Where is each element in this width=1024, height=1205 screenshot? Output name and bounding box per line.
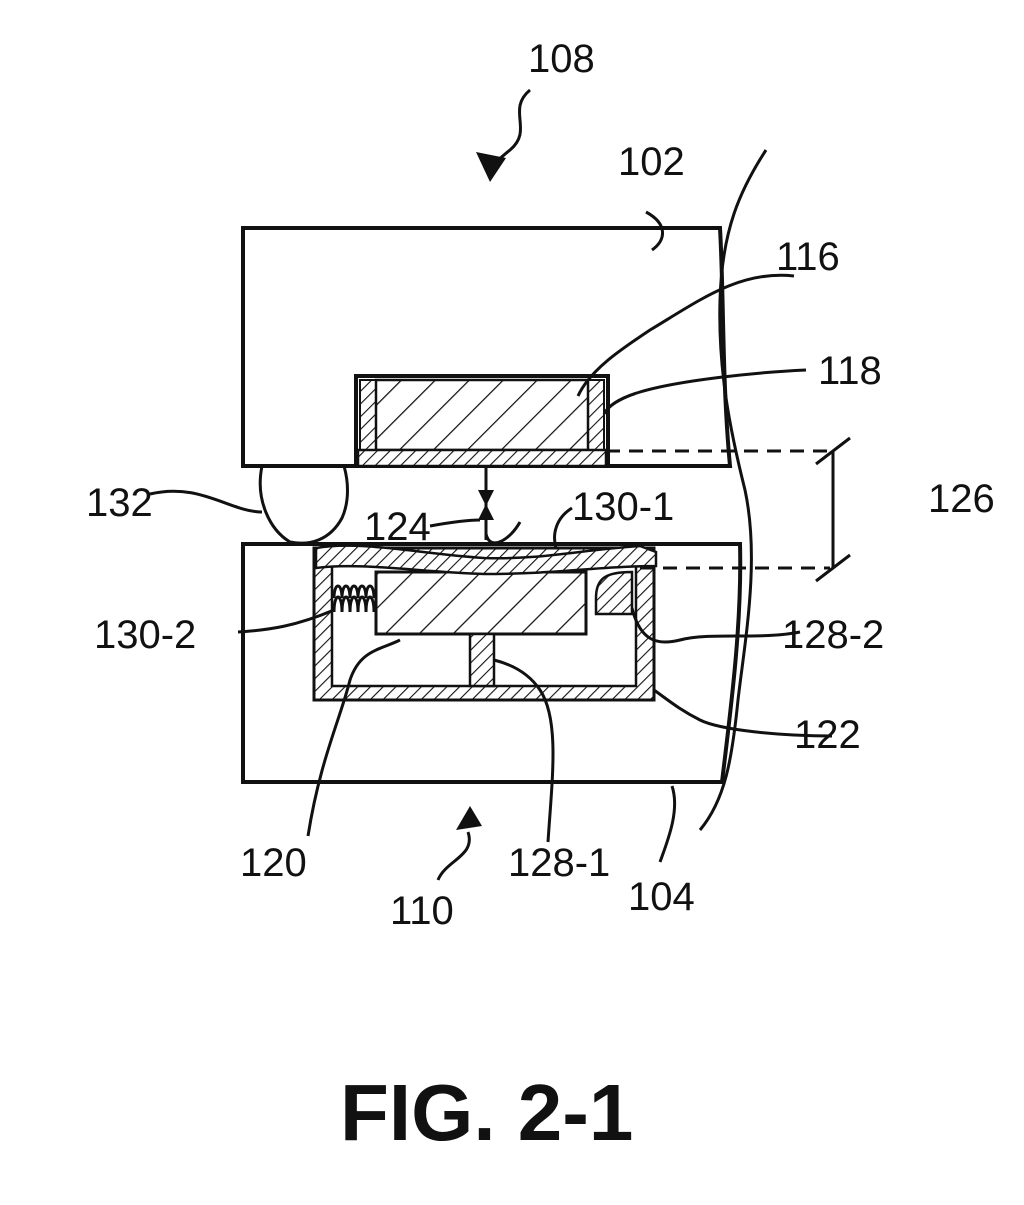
break-line — [698, 149, 768, 831]
label-124: 124 — [364, 505, 431, 549]
top-substrate-102 — [241, 226, 733, 468]
label-110: 110 — [390, 889, 454, 933]
component-120 — [374, 570, 588, 636]
figure-title: FIG. 2-1 — [340, 1068, 633, 1157]
label-130-2: 130-2 — [94, 613, 196, 657]
label-108: 108 — [528, 37, 595, 81]
seal-132 — [258, 465, 349, 545]
gap-arrow-124 — [478, 466, 494, 540]
label-120: 120 — [240, 841, 307, 885]
label-116: 116 — [776, 235, 840, 279]
label-118: 118 — [818, 349, 882, 393]
label-128-1: 128-1 — [508, 841, 610, 885]
membrane-130-1 — [314, 544, 658, 576]
bottom-substrate-104 — [241, 542, 743, 784]
arrow-108 — [476, 88, 532, 182]
post-128-1 — [468, 632, 496, 688]
label-104: 104 — [628, 875, 695, 919]
label-102: 102 — [618, 140, 685, 184]
arrow-110 — [436, 806, 482, 881]
label-130-1: 130-1 — [572, 485, 674, 529]
label-122: 122 — [794, 713, 861, 757]
reference-labels: 108 102 116 118 126 132 124 130-1 130-2 … — [86, 37, 995, 933]
label-132: 132 — [86, 481, 153, 525]
pad-128-2 — [594, 570, 634, 616]
component-116 — [354, 374, 610, 468]
label-126: 126 — [928, 477, 995, 521]
dimension-126 — [606, 436, 851, 583]
spring-130-2 — [332, 584, 376, 613]
leader-lines — [149, 210, 833, 863]
label-128-2: 128-2 — [782, 613, 884, 657]
